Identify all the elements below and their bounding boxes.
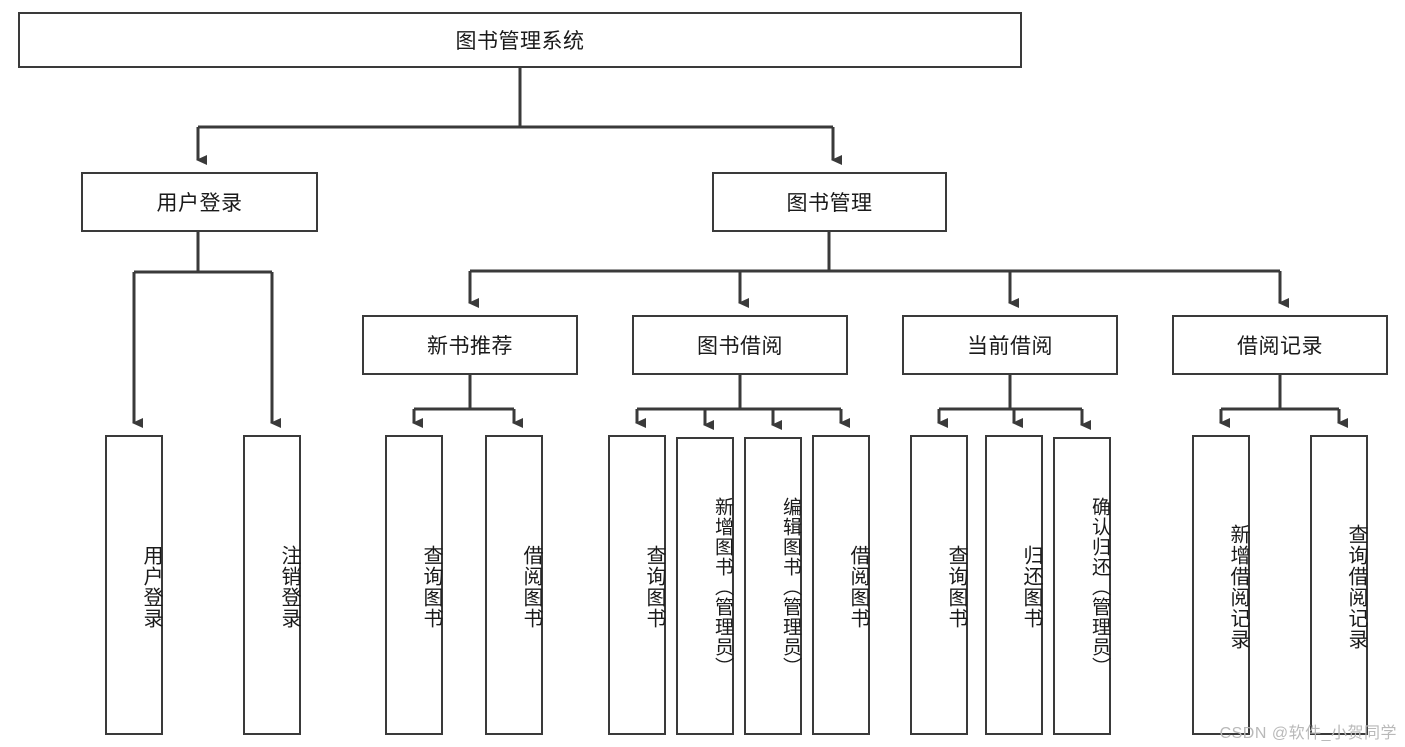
node-leaf-query-book-recommend-label: 查询图书	[420, 545, 442, 629]
node-book-borrow-label: 图书借阅	[697, 335, 783, 358]
node-leaf-add-book-admin[interactable]: 新增图书（管理员）	[676, 437, 734, 735]
node-leaf-query-borrow-record-label: 查询借阅记录	[1345, 524, 1367, 650]
watermark-text: CSDN @软件_小贺同学	[1219, 725, 1397, 742]
node-leaf-confirm-return-admin-label: 确认归还（管理员）	[1089, 497, 1110, 677]
node-leaf-query-book-borrow-label: 查询图书	[643, 545, 665, 629]
node-leaf-borrow-book[interactable]: 借阅图书	[812, 435, 870, 735]
node-book-borrow[interactable]: 图书借阅	[632, 315, 848, 375]
node-new-book-recommend[interactable]: 新书推荐	[362, 315, 578, 375]
node-leaf-query-borrow-record[interactable]: 查询借阅记录	[1310, 435, 1368, 735]
node-current-borrow[interactable]: 当前借阅	[902, 315, 1118, 375]
node-leaf-query-book-current[interactable]: 查询图书	[910, 435, 968, 735]
node-leaf-user-logout-label: 注销登录	[278, 545, 300, 629]
node-root[interactable]: 图书管理系统	[18, 12, 1022, 68]
node-current-borrow-label: 当前借阅	[967, 335, 1053, 358]
node-user-login-label: 用户登录	[156, 192, 243, 215]
node-leaf-borrow-book-recommend[interactable]: 借阅图书	[485, 435, 543, 735]
node-root-label: 图书管理系统	[455, 30, 585, 53]
node-leaf-query-book-current-label: 查询图书	[945, 545, 967, 629]
node-new-book-recommend-label: 新书推荐	[427, 335, 513, 358]
node-user-login[interactable]: 用户登录	[81, 172, 318, 232]
node-book-manage[interactable]: 图书管理	[712, 172, 947, 232]
node-leaf-return-book-label: 归还图书	[1020, 545, 1042, 629]
node-leaf-edit-book-admin-label: 编辑图书（管理员）	[780, 497, 801, 677]
node-leaf-user-logout[interactable]: 注销登录	[243, 435, 301, 735]
node-borrow-record-label: 借阅记录	[1237, 335, 1323, 358]
node-leaf-return-book[interactable]: 归还图书	[985, 435, 1043, 735]
node-leaf-add-book-admin-label: 新增图书（管理员）	[712, 497, 733, 677]
node-leaf-user-login[interactable]: 用户登录	[105, 435, 163, 735]
node-book-manage-label: 图书管理	[786, 192, 873, 215]
node-borrow-record[interactable]: 借阅记录	[1172, 315, 1388, 375]
node-leaf-add-borrow-record[interactable]: 新增借阅记录	[1192, 435, 1250, 735]
node-leaf-borrow-book-recommend-label: 借阅图书	[520, 545, 542, 629]
node-leaf-edit-book-admin[interactable]: 编辑图书（管理员）	[744, 437, 802, 735]
node-leaf-add-borrow-record-label: 新增借阅记录	[1227, 524, 1249, 650]
node-leaf-user-login-label: 用户登录	[140, 545, 162, 629]
node-leaf-confirm-return-admin[interactable]: 确认归还（管理员）	[1053, 437, 1111, 735]
node-leaf-query-book-borrow[interactable]: 查询图书	[608, 435, 666, 735]
node-leaf-borrow-book-label: 借阅图书	[847, 545, 869, 629]
node-leaf-query-book-recommend[interactable]: 查询图书	[385, 435, 443, 735]
